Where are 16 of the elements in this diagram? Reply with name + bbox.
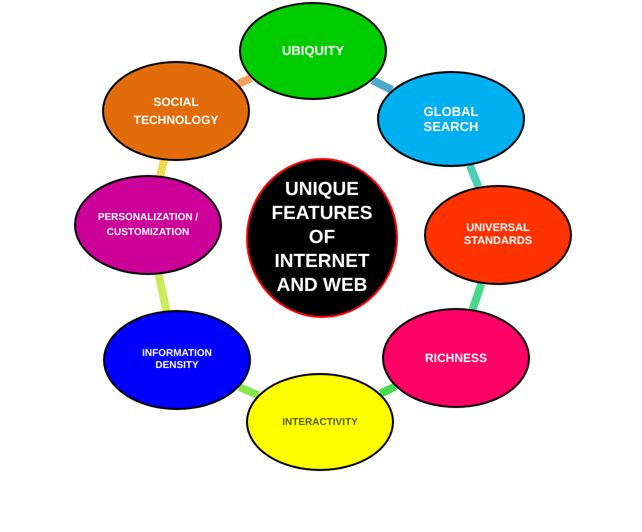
connector-line <box>468 282 486 311</box>
ellipse-label: PERSONALIZATION / CUSTOMIZATION <box>96 211 200 240</box>
connector-line <box>156 159 168 177</box>
ellipse-label: RICHNESS <box>424 350 488 367</box>
ellipse-label: SOCIAL TECHNOLOGY <box>132 94 220 129</box>
ellipse-label: UNIVERSAL STANDARDS <box>462 222 534 248</box>
ellipse-label: GLOBAL SEARCH <box>422 104 480 134</box>
connector-line <box>378 382 397 398</box>
connector-line <box>238 383 260 399</box>
ellipse-label: UBIQUITY <box>280 42 346 60</box>
ellipse-label: INFORMATION DENSITY <box>141 348 213 372</box>
connector-line <box>370 76 394 94</box>
ellipse-label: UNIQUE FEATURES OF INTERNET AND WEB <box>270 178 374 298</box>
ellipse-label: INTERACTIVITY <box>281 416 359 430</box>
connector-line <box>154 274 170 312</box>
connector-line <box>236 74 253 88</box>
